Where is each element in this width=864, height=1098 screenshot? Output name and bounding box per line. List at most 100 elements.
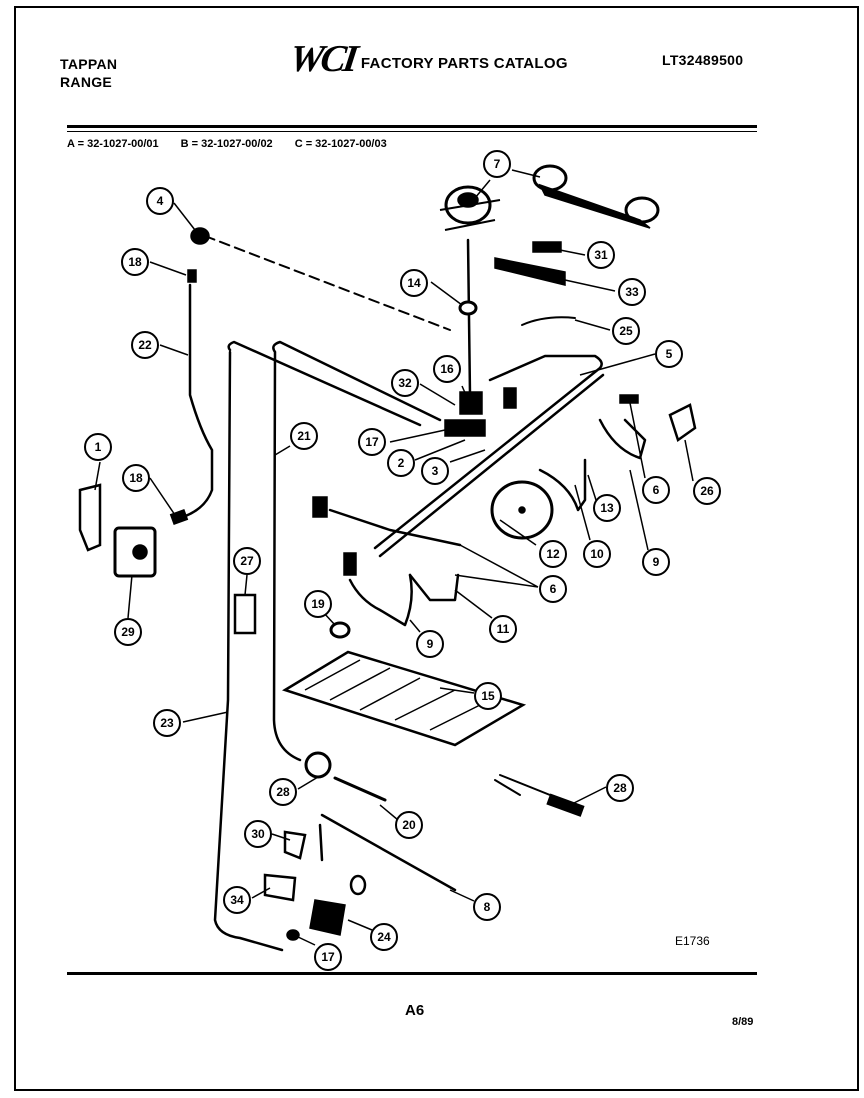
part-24 — [309, 899, 346, 936]
page-number: A6 — [405, 1002, 425, 1019]
callout: 9 — [642, 548, 670, 576]
callout-label: 22 — [138, 338, 152, 352]
part-4 — [190, 227, 210, 245]
diagram-code: E1736 — [675, 934, 710, 948]
callout-label: 16 — [440, 362, 454, 376]
part-18-top — [187, 269, 197, 283]
callout: 29 — [114, 618, 142, 646]
callout-label: 9 — [653, 555, 660, 569]
model-a: A = 32-1027-00/01 — [67, 138, 159, 150]
burner-right-bar — [538, 183, 651, 229]
part-8-rod — [318, 813, 457, 892]
callout: 15 — [474, 682, 502, 710]
callout-label: 15 — [481, 689, 495, 703]
header-rule-thin — [67, 131, 757, 132]
callout-label: 14 — [407, 276, 421, 290]
callout: 8 — [473, 893, 501, 921]
model-c: C = 32-1027-00/03 — [294, 138, 387, 150]
callout-label: 28 — [613, 781, 627, 795]
callout-group: 4 18 22 1 18 29 27 19 23 21 7 31 33 14 2… — [84, 150, 721, 971]
callout: 21 — [290, 422, 318, 450]
callout: 26 — [693, 477, 721, 505]
callout-label: 5 — [666, 347, 673, 361]
part-9-upper-tube — [598, 418, 647, 460]
part-33 — [494, 257, 566, 286]
callout-label: 28 — [276, 785, 290, 799]
callout-label: 21 — [297, 429, 311, 443]
callout: 4 — [146, 187, 174, 215]
callout-label: 34 — [230, 893, 244, 907]
callout-label: 17 — [321, 950, 335, 964]
catalog-number: LT32489500 — [662, 52, 744, 68]
callout-label: 2 — [398, 456, 405, 470]
part-10-tube — [538, 458, 587, 512]
callout-label: 7 — [494, 157, 501, 171]
burner-bracket — [439, 199, 501, 231]
fitting-6 — [619, 394, 639, 404]
fitting-right — [503, 387, 517, 409]
callout: 7 — [483, 150, 511, 178]
part-22-rod — [178, 283, 214, 520]
part-17-bottom — [286, 929, 300, 941]
part-14 — [458, 300, 478, 316]
part-15-plate — [282, 650, 527, 747]
part-23-tube — [213, 340, 422, 952]
callout: 6 — [539, 575, 567, 603]
burner-right-1 — [532, 164, 568, 192]
part-27 — [233, 593, 257, 635]
callout-label: 9 — [427, 637, 434, 651]
callout-label: 17 — [365, 435, 379, 449]
callout-label: 18 — [129, 471, 143, 485]
callout-label: 31 — [594, 248, 608, 262]
callout-label: 12 — [546, 547, 560, 561]
part-20-valve — [333, 776, 387, 802]
callout: 33 — [618, 278, 646, 306]
callout: 9 — [416, 630, 444, 658]
callout: 2 — [387, 449, 415, 477]
part-16-valve — [459, 391, 483, 415]
callout: 18 — [122, 464, 150, 492]
callout-label: 19 — [311, 597, 325, 611]
callout: 3 — [421, 457, 449, 485]
callout-label: 11 — [497, 622, 510, 636]
callout-label: 33 — [625, 285, 639, 299]
callout: 13 — [593, 494, 621, 522]
part-19 — [329, 621, 351, 639]
part-32-clip — [444, 419, 486, 437]
callout-label: 20 — [402, 818, 416, 832]
callout: 17 — [358, 428, 386, 456]
part-26 — [668, 403, 697, 443]
model-list: A = 32-1027-00/01 B = 32-1027-00/02 C = … — [67, 138, 387, 150]
callout-label: 32 — [398, 376, 412, 390]
dashed-connector — [204, 235, 451, 331]
callout: 32 — [391, 369, 419, 397]
callout: 34 — [223, 886, 251, 914]
callout: 11 — [489, 615, 517, 643]
part-28-igniter — [546, 793, 585, 817]
fitting-mid — [343, 552, 357, 576]
part-30 — [283, 830, 307, 860]
callout: 16 — [433, 355, 461, 383]
part-34 — [263, 873, 297, 902]
burner-stem — [466, 238, 472, 397]
callout: 10 — [583, 540, 611, 568]
callout: 31 — [587, 241, 615, 269]
callout-label: 27 — [240, 554, 254, 568]
callout-label: 10 — [590, 547, 604, 561]
callout-label: 25 — [619, 324, 633, 338]
callout: 20 — [395, 811, 423, 839]
fitting-left — [312, 496, 328, 518]
callout: 18 — [121, 248, 149, 276]
catalog-header: WCI FACTORY PARTS CATALOG — [287, 38, 568, 80]
part-5-manifold — [373, 354, 605, 558]
callout-label: 4 — [157, 194, 164, 208]
callout: 5 — [655, 340, 683, 368]
callout: 22 — [131, 331, 159, 359]
catalog-title: FACTORY PARTS CATALOG — [360, 55, 568, 72]
tube-to-left — [328, 508, 462, 547]
part-1-bracket — [78, 483, 102, 552]
callout-label: 3 — [432, 464, 439, 478]
callout: 17 — [314, 943, 342, 971]
callout: 19 — [304, 590, 332, 618]
